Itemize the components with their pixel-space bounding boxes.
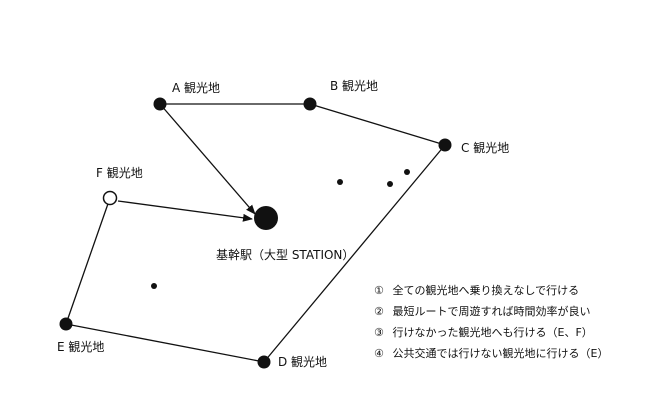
feature-text: 行けなかった観光地へも行ける（E、F） — [392, 326, 593, 339]
feature-item: ③ 行けなかった観光地へも行ける（E、F） — [374, 322, 608, 343]
feature-text: 全ての観光地へ乗り換えなしで行ける — [392, 284, 580, 297]
feature-item: ② 最短ルートで周遊すれば時間効率が良い — [374, 301, 608, 322]
feature-text: 最短ルートで周遊すれば時間効率が良い — [392, 305, 591, 318]
node-a-label: A 観光地 — [172, 81, 220, 95]
feature-item: ④ 公共交通では行けない観光地に行ける（E） — [374, 343, 608, 364]
node-b — [303, 97, 317, 111]
node-f — [102, 190, 118, 206]
node-b-label: B 観光地 — [330, 79, 378, 93]
minor-point — [337, 179, 343, 185]
edge-e-f — [65, 197, 111, 325]
node-e — [59, 317, 73, 331]
feature-number: ③ — [374, 326, 384, 339]
feature-number: ① — [374, 284, 384, 297]
minor-point — [404, 169, 410, 175]
minor-point — [151, 283, 157, 289]
node-d — [257, 355, 271, 369]
edge-b-c — [309, 103, 446, 146]
node-f-label: F 観光地 — [96, 166, 143, 180]
edge-c-d — [263, 144, 446, 363]
node-c-label: C 観光地 — [461, 141, 509, 155]
edge-f-hub — [117, 200, 253, 222]
node-d-label: D 観光地 — [278, 355, 327, 369]
hub-station-label: 基幹駅（大型 STATION） — [216, 247, 354, 262]
node-e-label: E 観光地 — [57, 340, 104, 354]
feature-text: 公共交通では行けない観光地に行ける（E） — [392, 347, 609, 360]
hub-station-node — [254, 206, 278, 230]
minor-point — [387, 181, 393, 187]
feature-list: ① 全ての観光地へ乗り換えなしで行ける ② 最短ルートで周遊すれば時間効率が良い… — [374, 280, 608, 364]
edge-d-e — [65, 323, 265, 363]
feature-number: ④ — [374, 347, 384, 360]
edge-a-hub — [159, 103, 256, 215]
node-a — [153, 97, 167, 111]
feature-number: ② — [374, 305, 384, 318]
node-c — [438, 138, 452, 152]
feature-item: ① 全ての観光地へ乗り換えなしで行ける — [374, 280, 608, 301]
